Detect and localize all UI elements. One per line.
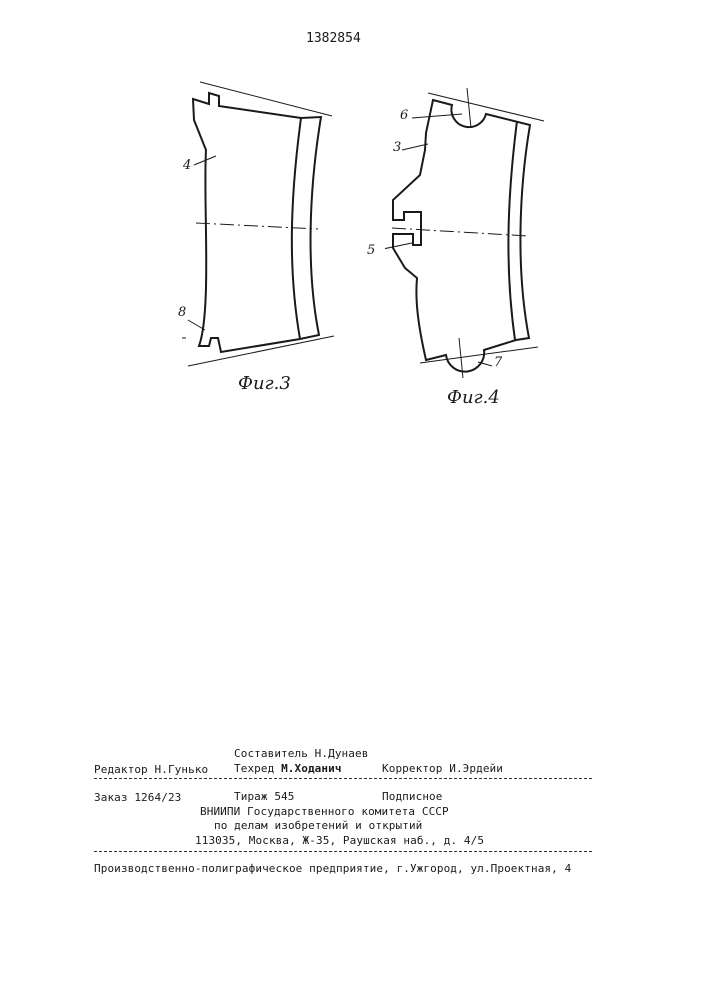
figure-3-drawing (170, 75, 340, 375)
imprint-order: Заказ 1264/23 (94, 791, 181, 804)
imprint-compiler: Составитель Н.Дунаев (234, 747, 368, 760)
imprint-institute-line3: 113035, Москва, Ж-35, Раушская наб., д. … (195, 834, 484, 847)
fig3-callout-8: 8 (178, 305, 186, 320)
fig4-lining-inner-edge (508, 121, 517, 340)
fig4-callout-6: 6 (400, 108, 408, 123)
fig4-top-recess-axis (467, 88, 471, 128)
fig4-callout-5: 5 (367, 243, 375, 258)
fig3-center-axis (196, 223, 318, 229)
fig3-brake-shoe-outline (193, 93, 321, 352)
imprint-techred-prefix: Техред (234, 762, 281, 775)
fig4-leader-5 (385, 243, 412, 250)
imprint-institute-line2: по делам изобретений и открытий (214, 819, 422, 832)
imprint-rule-top (94, 778, 592, 779)
imprint-circulation: Тираж 545 (234, 790, 295, 803)
figure-3-caption: Фиг.3 (238, 373, 291, 394)
fig3-callout-4: 4 (183, 158, 191, 173)
fig3-leader-8 (188, 320, 205, 330)
imprint-editor: Редактор Н.Гунько (94, 763, 208, 776)
imprint-techred-name: М.Ходанич (281, 762, 342, 775)
imprint-corrector: Корректор И.Эрдейи (382, 762, 503, 775)
fig4-bottom-extension-line (420, 347, 538, 363)
imprint-subscription: Подписное (382, 790, 443, 803)
fig4-leader-6 (412, 114, 462, 118)
imprint-rule-bottom (94, 851, 592, 852)
fig4-callout-7: 7 (494, 355, 502, 370)
imprint-techred: Техред М.Ходанич (234, 762, 342, 775)
figure-4-drawing (385, 85, 550, 405)
figure-4-caption: Фиг.4 (447, 387, 500, 408)
imprint-printer: Производственно-полиграфическое предприя… (94, 862, 571, 875)
imprint-institute-line1: ВНИИПИ Государственного комитета СССР (200, 805, 449, 818)
page-number: 1382854 (306, 31, 361, 46)
fig4-callout-3: 3 (393, 140, 401, 155)
